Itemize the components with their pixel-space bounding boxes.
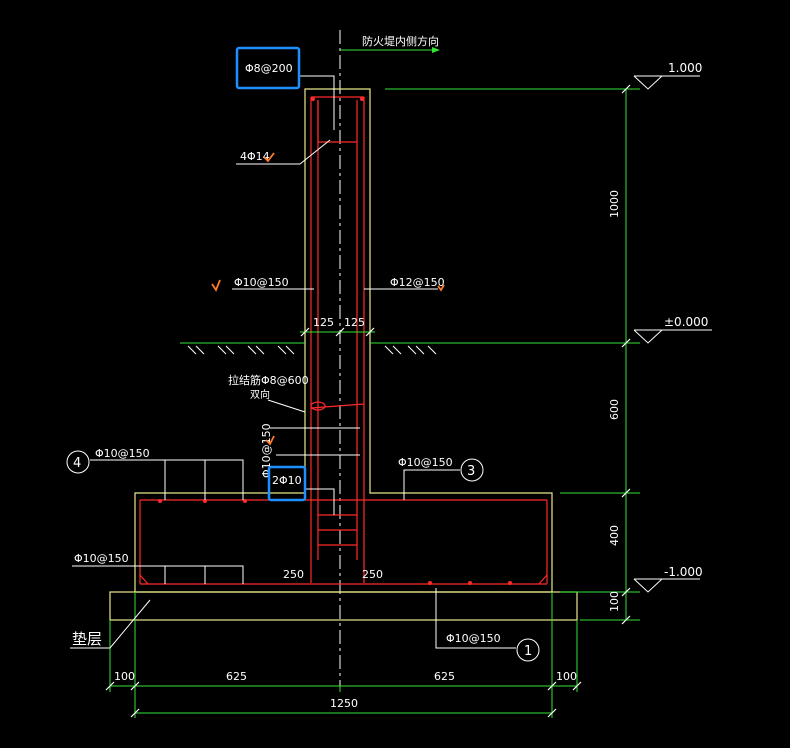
callout-3: 3 (460, 458, 484, 482)
dimension-ticks (105, 84, 631, 718)
direction-note: 防火堤内侧方向 (362, 34, 439, 48)
highlight-top-stirrup (235, 46, 301, 90)
label-footing-top-bars: 2Φ10 (272, 474, 302, 487)
dimension-lines (109, 88, 640, 718)
label-top-stirrup: Φ8@200 (245, 62, 293, 75)
dim-cushion: 100 (608, 591, 621, 612)
callout-4: 4 (66, 450, 90, 474)
label-top-longitudinal: 4Φ14 (240, 150, 270, 163)
dim-wall-above: 1000 (608, 190, 621, 218)
rebar-cage (139, 96, 548, 585)
leader-lines (70, 75, 516, 649)
dim-left-half: 625 (226, 670, 247, 683)
label-tie-bar: 拉结筋Φ8@600 (228, 373, 309, 387)
label-wall-vertical: Φ10@150 (260, 423, 273, 478)
rebar-dots (158, 97, 512, 585)
cushion-layer (109, 591, 578, 621)
elevation-symbols (633, 75, 712, 593)
svg-text:3: 3 (467, 464, 475, 479)
dim-total: 1250 (330, 697, 358, 710)
check-marks (211, 152, 445, 446)
cushion-label: 垫层 (72, 630, 102, 648)
wall-outline (134, 88, 553, 593)
label-wall-left: Φ10@150 (234, 276, 289, 289)
label-wall-right: Φ12@150 (390, 276, 445, 289)
direction-arrow (340, 47, 440, 53)
label-footing-bottom: Φ10@150 (446, 632, 501, 645)
label-footing-left-bottom: Φ10@150 (74, 552, 129, 565)
dim-right-half: 625 (434, 670, 455, 683)
label-tie-bar-note: 双向 (250, 388, 270, 401)
dim-half-wall-right: 125 (344, 316, 365, 329)
elevation-ground: ±0.000 (664, 315, 708, 329)
dim-half-wall-left: 125 (313, 316, 334, 329)
callout-1: 1 (516, 638, 540, 662)
label-footing-right-top: Φ10@150 (398, 456, 453, 469)
svg-text:1: 1 (524, 644, 532, 659)
dim-inner-left: 250 (283, 568, 304, 581)
label-footing-left-top: Φ10@150 (95, 447, 150, 460)
svg-text:4: 4 (73, 456, 81, 471)
elevation-bottom: -1.000 (664, 565, 703, 579)
dim-wall-below: 600 (608, 399, 621, 420)
dim-left-offset: 100 (114, 670, 135, 683)
dim-inner-right: 250 (362, 568, 383, 581)
ground-hatch (187, 345, 437, 355)
elevation-top: 1.000 (668, 61, 702, 75)
highlight-footing-top-bars (267, 465, 307, 502)
dim-right-offset: 100 (556, 670, 577, 683)
dim-footing: 400 (608, 525, 621, 546)
